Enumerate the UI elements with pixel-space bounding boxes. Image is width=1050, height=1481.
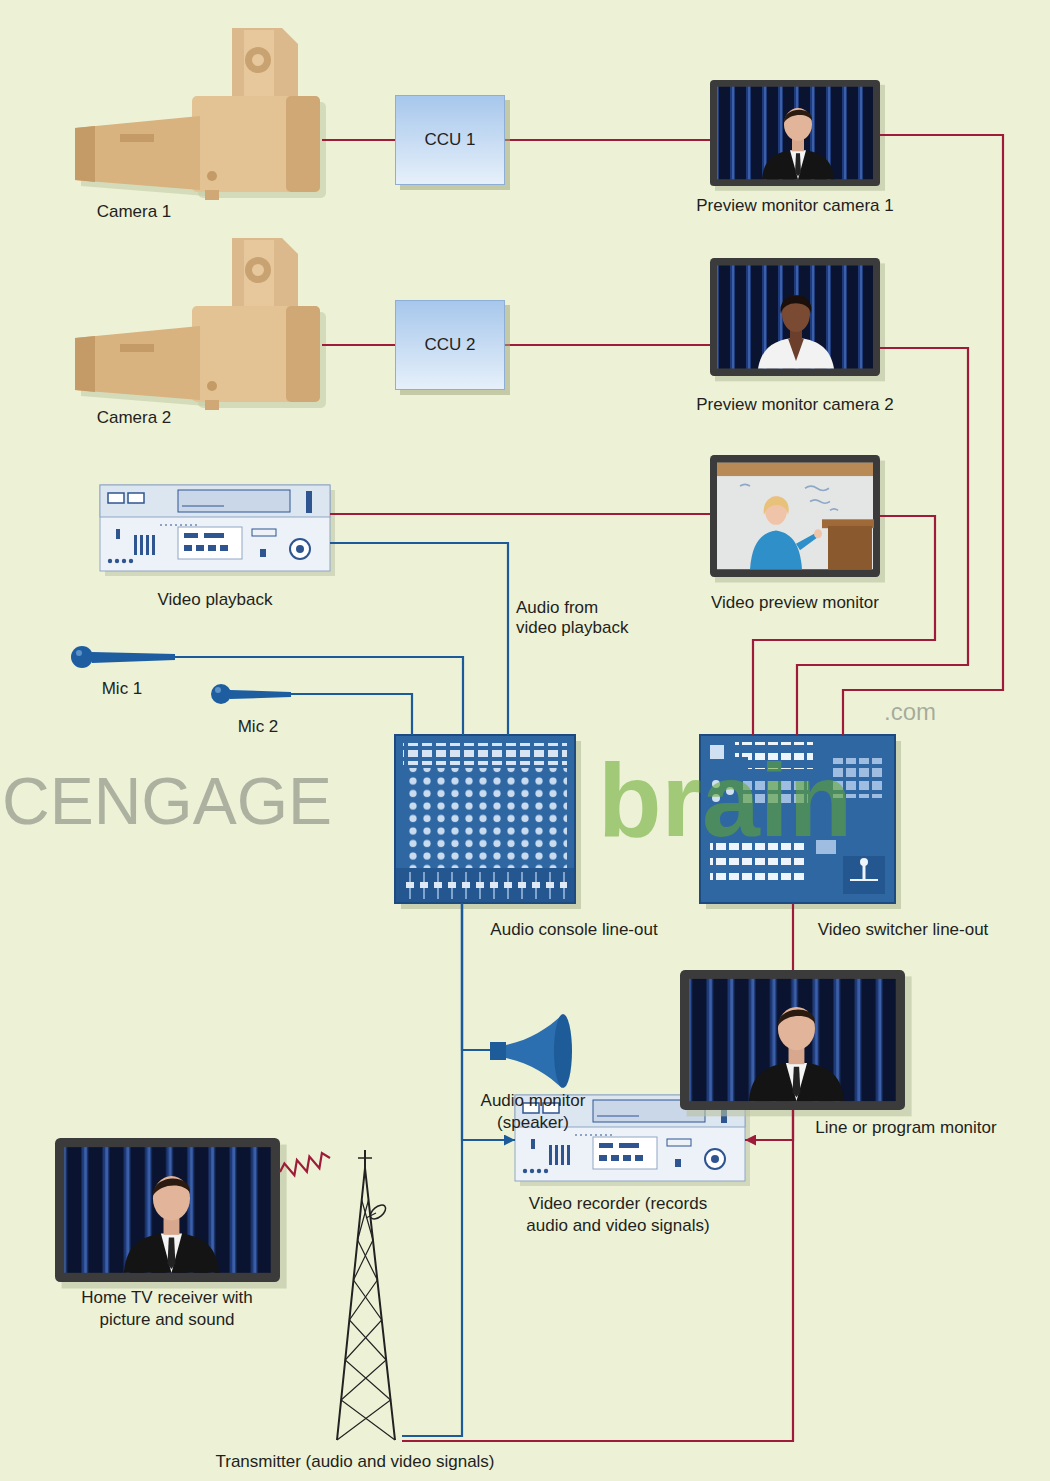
monitor-drawing bbox=[680, 970, 912, 1116]
watermark-holder: CENGAGE bbox=[2, 768, 332, 834]
watermark: brain bbox=[598, 748, 852, 852]
signal-line bbox=[330, 543, 508, 735]
edge-label: Audio from video playback bbox=[516, 598, 641, 638]
signal-line bbox=[792, 903, 794, 970]
signal-line bbox=[402, 903, 462, 1436]
signal-line bbox=[745, 1110, 793, 1140]
tv-drawing bbox=[55, 1138, 287, 1289]
device-label: Video switcher line-out bbox=[818, 920, 989, 940]
watermark-holder: .com bbox=[884, 700, 936, 724]
signal-line bbox=[175, 657, 463, 735]
microphone: Mic 2 bbox=[211, 682, 291, 705]
device-label: Mic 2 bbox=[238, 717, 279, 737]
unit-label: CCU 1 bbox=[424, 130, 475, 150]
camera-drawing bbox=[75, 238, 326, 410]
signal-line bbox=[291, 694, 412, 735]
signal-line bbox=[843, 135, 1003, 735]
video-deck-drawing bbox=[100, 485, 335, 576]
device-label: Home TV receiver with picture and sound bbox=[72, 1287, 262, 1331]
speaker-drawing bbox=[490, 1014, 572, 1088]
monitor-drawing bbox=[710, 80, 885, 191]
monitor-drawing bbox=[710, 455, 885, 583]
preview-monitor: Preview monitor camera 2 bbox=[710, 258, 880, 376]
signal-line bbox=[280, 1153, 330, 1175]
video-deck: Video playback bbox=[100, 485, 330, 571]
signal-line bbox=[505, 344, 710, 346]
device-label: Audio monitor (speaker) bbox=[473, 1090, 593, 1134]
device-label: Video playback bbox=[158, 590, 273, 610]
tower-drawing bbox=[337, 1150, 395, 1440]
signal-line bbox=[402, 1110, 793, 1441]
camera-drawing bbox=[75, 28, 326, 200]
edge-label-holder: Audio from video playback bbox=[516, 598, 641, 638]
camera-control-unit: CCU 1 bbox=[395, 95, 505, 185]
signal-line bbox=[322, 344, 395, 346]
signal-line bbox=[330, 513, 710, 515]
watermark-holder: brain bbox=[598, 748, 852, 852]
preview-monitor: Preview monitor camera 1 bbox=[710, 80, 880, 186]
transmitter-tower: Transmitter (audio and video signals) bbox=[330, 1150, 402, 1446]
device-label: Transmitter (audio and video signals) bbox=[215, 1452, 494, 1472]
home-tv: Home TV receiver with picture and sound bbox=[55, 1138, 280, 1282]
device-label: Camera 2 bbox=[97, 408, 172, 428]
device-label: Video recorder (records audio and video … bbox=[511, 1193, 726, 1237]
monitor-drawing bbox=[710, 258, 885, 381]
device-label: Preview monitor camera 1 bbox=[696, 196, 893, 216]
device-label: Line or program monitor bbox=[815, 1118, 996, 1138]
camera-control-unit: CCU 2 bbox=[395, 300, 505, 390]
device-label: Mic 1 bbox=[102, 679, 143, 699]
device-label: Preview monitor camera 2 bbox=[696, 395, 893, 415]
device-label: Audio console line-out bbox=[490, 920, 657, 940]
watermark: CENGAGE bbox=[2, 768, 332, 834]
signal-line bbox=[505, 139, 710, 141]
device-label: Video preview monitor bbox=[711, 593, 879, 613]
camera: Camera 1 bbox=[75, 25, 322, 200]
unit-label: CCU 2 bbox=[424, 335, 475, 355]
camera: Camera 2 bbox=[75, 235, 322, 410]
program-monitor: Line or program monitor bbox=[680, 970, 905, 1110]
microphone-drawing bbox=[71, 646, 291, 704]
audio-console-drawing bbox=[395, 735, 581, 909]
video-recorder: Video recorder (records audio and video … bbox=[515, 1095, 745, 1181]
signal-line bbox=[462, 903, 490, 1050]
preview-monitor: Video preview monitor bbox=[710, 455, 880, 577]
watermark: .com bbox=[884, 700, 936, 724]
audio-console: Audio console line-out bbox=[395, 735, 575, 903]
signal-line bbox=[322, 139, 395, 141]
speaker: Audio monitor (speaker) bbox=[490, 1015, 572, 1088]
device-label: Camera 1 bbox=[97, 202, 172, 222]
microphone: Mic 1 bbox=[70, 645, 175, 669]
